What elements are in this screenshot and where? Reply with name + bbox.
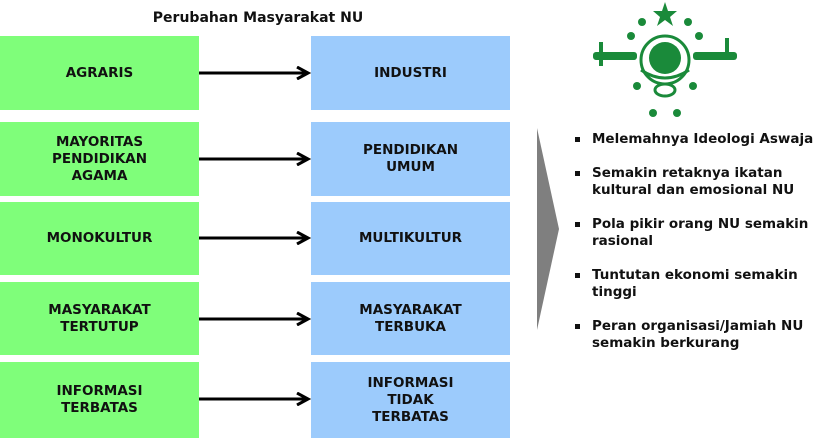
from-box-2: MAYORITAS PENDIDIKAN AGAMA [0,122,199,196]
to-box-3: MULTIKULTUR [311,202,510,275]
list-item: Semakin retaknya ikatan kultural dan emo… [570,165,828,199]
to-box-1: INDUSTRI [311,36,510,110]
to-box-2: PENDIDIKAN UMUM [311,122,510,196]
from-box-3: MONOKULTUR [0,202,199,275]
arrow-icon [199,312,311,326]
chevron-right-icon [537,128,559,330]
to-box-5: INFORMASI TIDAK TERBATAS [311,362,510,438]
list-item: Tuntutan ekonomi semakin tinggi [570,267,828,301]
diagram-title: Perubahan Masyarakat NU [152,10,364,26]
arrow-icon [199,66,311,80]
nu-logo [593,2,737,117]
to-box-4: MASYARAKAT TERBUKA [311,282,510,355]
list-item: Peran organisasi/Jamiah NU semakin berku… [570,318,828,352]
from-box-5: INFORMASI TERBATAS [0,362,199,438]
arrow-icon [199,152,311,166]
from-box-1: AGRARIS [0,36,199,110]
list-item: Melemahnya Ideologi Aswaja [570,131,828,148]
list-item: Pola pikir orang NU semakin rasional [570,216,828,250]
impact-list: Melemahnya Ideologi Aswaja Semakin retak… [570,131,828,369]
arrow-icon [199,231,311,245]
from-box-4: MASYARAKAT TERTUTUP [0,282,199,355]
arrow-icon [199,392,311,406]
